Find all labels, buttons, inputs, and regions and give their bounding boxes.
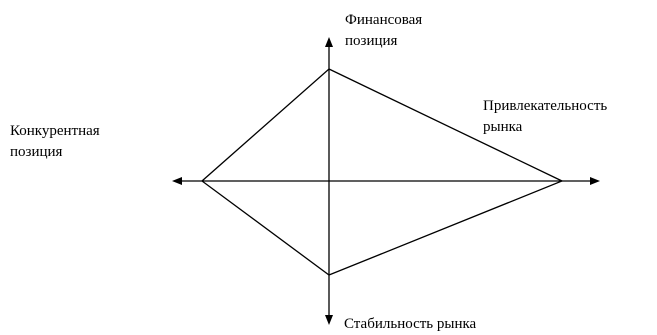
horizontal-axis-right-arrow xyxy=(590,177,600,185)
position-polygon xyxy=(200,68,564,276)
axis-label-financial-position: Финансовая позиция xyxy=(345,10,422,52)
vertical-axis-bottom-arrow xyxy=(325,315,333,325)
axis-label-financial-position-line1: Финансовая xyxy=(345,12,423,28)
vertical-axis-top-arrow xyxy=(325,37,333,47)
axis-label-market-attractiveness: Привлекательность рынка xyxy=(483,96,607,138)
axis-label-competitive-position-line1: Конкурентная xyxy=(10,123,100,139)
axis-label-competitive-position: Конкурентная позиция xyxy=(10,121,100,163)
axis-label-market-stability: Стабильность рынка xyxy=(344,314,476,335)
axis-label-competitive-position-line2: позиция xyxy=(10,144,63,160)
axis-label-market-attractiveness-line1: Привлекательность xyxy=(483,98,608,114)
axis-label-market-stability-line1: Стабильность рынка xyxy=(344,316,477,332)
horizontal-axis-left-arrow xyxy=(172,177,182,185)
axis-label-market-attractiveness-line2: рынка xyxy=(483,119,523,135)
axis-label-financial-position-line2: позиция xyxy=(345,33,398,49)
